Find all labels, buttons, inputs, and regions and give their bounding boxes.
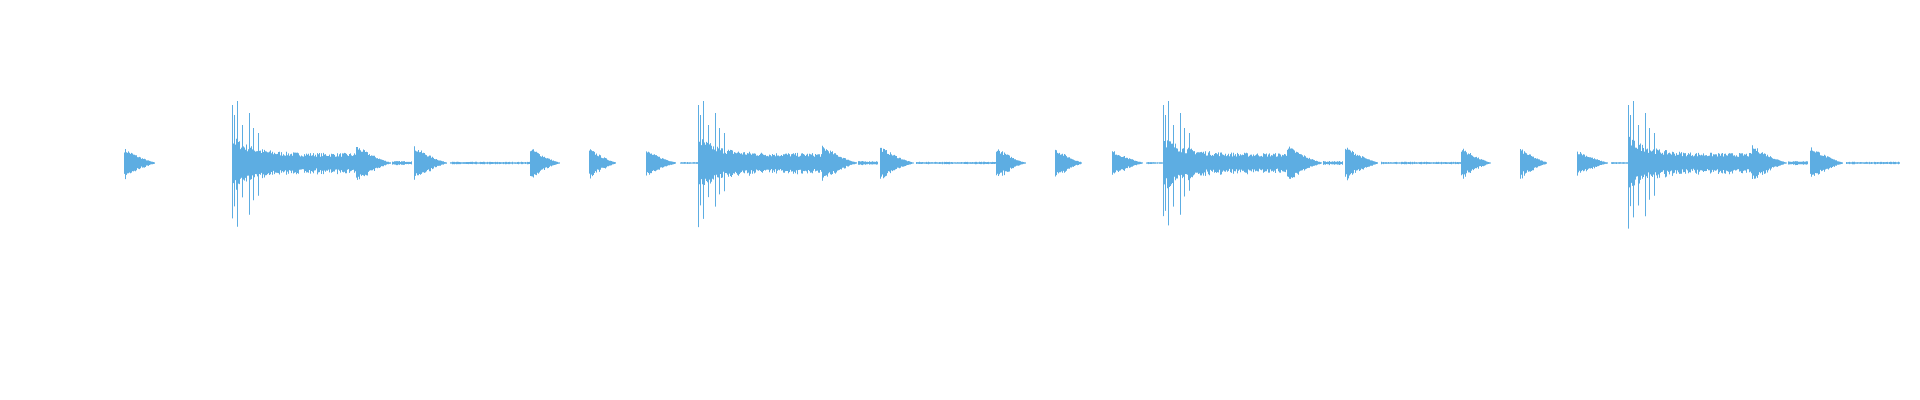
waveform-trace <box>124 101 1900 229</box>
